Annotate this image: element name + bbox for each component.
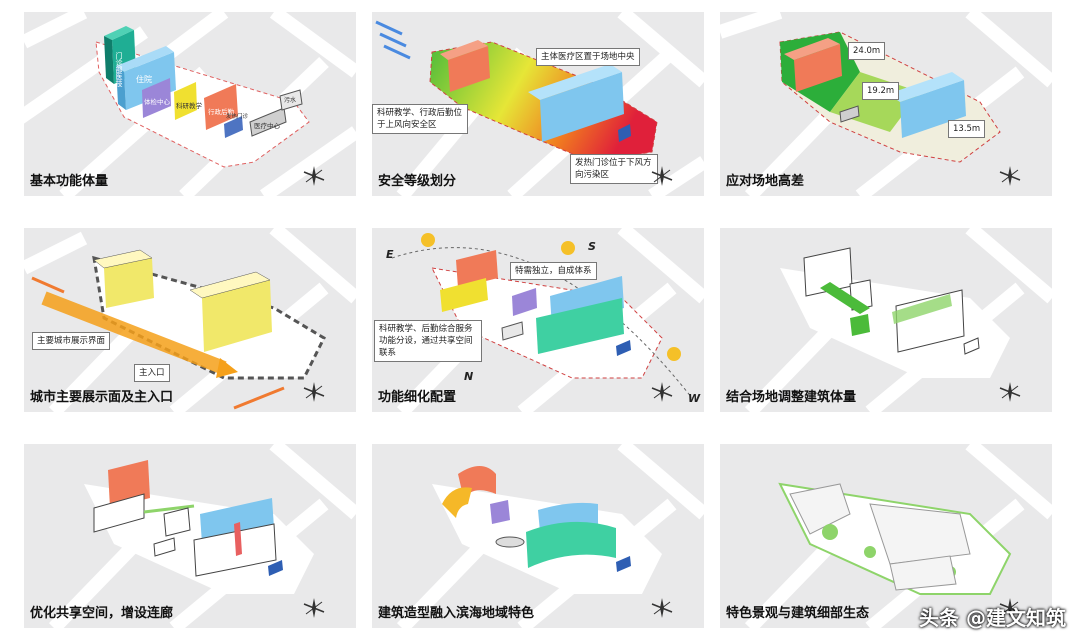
block-research — [442, 487, 472, 518]
north-arrow-icon — [303, 166, 325, 186]
north-arrow-icon — [999, 166, 1021, 186]
level-label-mid: 19.2m — [862, 82, 900, 100]
block-east — [189, 271, 272, 352]
block-label-research: 科研教学 — [176, 102, 202, 110]
callout-downwind: 发热门诊位于下风方向污染区 — [570, 154, 658, 184]
panel-caption: 特色景观与建筑细部生态 — [726, 606, 870, 621]
block-medical-tech — [526, 521, 616, 568]
block-special-care — [456, 250, 498, 288]
callout-center: 主体医疗区置于场地中央 — [536, 48, 640, 66]
block-sewage — [279, 89, 303, 111]
block-fever — [616, 340, 631, 356]
direction-w: W — [688, 392, 701, 405]
direction-n: N — [464, 370, 474, 383]
panel-caption: 应对场地高差 — [726, 174, 805, 189]
block-research-admin — [440, 40, 490, 92]
block-west — [93, 249, 154, 308]
panel-basic-volume: 门诊部医技 住院 体检中心 科研教学 行政后勤 发热门诊 医疗中心 污水 基本功… — [24, 12, 356, 196]
block-label-inpatient: 住院 — [136, 75, 152, 84]
block-fever-clinic — [618, 124, 631, 142]
site-diagram — [24, 12, 356, 196]
north-arrow-icon — [303, 382, 325, 402]
direction-s: S — [588, 240, 596, 253]
block-label-sewage: 污水 — [284, 97, 297, 104]
callout-upwind: 科研教学、行政后勤位于上风向安全区 — [372, 104, 468, 134]
block-main-medical — [888, 72, 966, 138]
block-admin — [204, 84, 238, 130]
block-medical-tech — [536, 298, 624, 354]
panel-site-levels: 24.0m 19.2m 13.5m 应对场地高差 — [720, 12, 1052, 196]
panel-caption: 功能细化配置 — [378, 390, 457, 405]
block-checkup — [490, 500, 510, 524]
site-diagram — [744, 228, 1052, 412]
block-support — [501, 321, 524, 341]
site-diagram — [48, 444, 356, 628]
block-inpatient — [200, 498, 274, 544]
level-label-high: 24.0m — [848, 42, 886, 60]
panel-shared-space: 优化共享空间，增设连廊 — [24, 444, 356, 628]
panel-caption: 结合场地调整建筑体量 — [726, 390, 857, 405]
site-diagram — [391, 228, 704, 412]
frontage-arrow-icon — [41, 291, 227, 375]
panel-caption: 建筑造型融入滨海地域特色 — [378, 606, 535, 621]
panel-volume-adjust: 结合场地调整建筑体量 — [720, 228, 1052, 412]
block-label-outpatient: 门诊部医技 — [115, 52, 123, 87]
north-arrow-icon — [651, 166, 673, 186]
panel-landscape-eco: 特色景观与建筑细部生态 — [720, 444, 1052, 628]
block-label-admin: 行政后勤 — [208, 108, 234, 116]
block-label-medical: 医疗中心 — [254, 122, 280, 130]
corridor — [143, 504, 195, 514]
north-arrow-icon — [999, 382, 1021, 402]
sun-icon — [667, 347, 681, 361]
site-diagram — [24, 228, 356, 412]
wind-arrows-icon — [375, 20, 411, 60]
panel-function-detail: 特需独立，自成体系 科研教学、后勤综合服务功能分设，通过共享空间联系 E S N… — [372, 228, 704, 412]
panel-caption: 安全等级划分 — [378, 174, 457, 189]
block-checkup — [142, 78, 171, 118]
block-fever — [224, 116, 243, 138]
block-medical — [249, 107, 287, 137]
panel-safety-zoning: 主体医疗区置于场地中央 科研教学、行政后勤位于上风向安全区 发热门诊位于下风方向… — [372, 12, 704, 196]
watermark: 头条 @建文知筑 — [919, 606, 1066, 630]
panel-caption: 城市主要展示面及主入口 — [30, 390, 174, 405]
panel-coastal-form: 建筑造型融入滨海地域特色 — [372, 444, 704, 628]
green-space — [850, 314, 870, 336]
direction-e: E — [386, 248, 394, 261]
callout-shared: 科研教学、后勤综合服务功能分设，通过共享空间联系 — [374, 320, 482, 362]
panel-city-frontage: 主要城市展示界面 主入口 城市主要展示面及主入口 — [24, 228, 356, 412]
north-arrow-icon — [999, 598, 1021, 618]
callout-special: 特需独立，自成体系 — [510, 262, 597, 280]
north-arrow-icon — [303, 598, 325, 618]
block-research-admin — [784, 38, 842, 92]
block-research — [440, 278, 488, 312]
block-label-fever: 发热门诊 — [226, 114, 249, 120]
site-diagram — [744, 444, 1052, 628]
site-diagram — [396, 444, 704, 628]
north-arrow-icon — [651, 382, 673, 402]
panel-caption: 基本功能体量 — [30, 174, 109, 189]
block-main-medical — [528, 64, 624, 142]
sun-icon — [561, 241, 575, 255]
north-arrow-icon — [651, 598, 673, 618]
block-research — [174, 82, 197, 120]
block-checkup — [512, 288, 537, 316]
callout-frontage: 主要城市展示界面 — [32, 332, 111, 350]
block-inpatient — [116, 46, 176, 110]
sun-icon — [421, 233, 435, 247]
block-label-checkup: 体检中心 — [144, 98, 170, 106]
green-space — [820, 282, 870, 314]
panel-caption: 优化共享空间，增设连廊 — [30, 606, 174, 621]
callout-main-entry: 主入口 — [134, 364, 170, 382]
level-label-low: 13.5m — [948, 120, 986, 138]
